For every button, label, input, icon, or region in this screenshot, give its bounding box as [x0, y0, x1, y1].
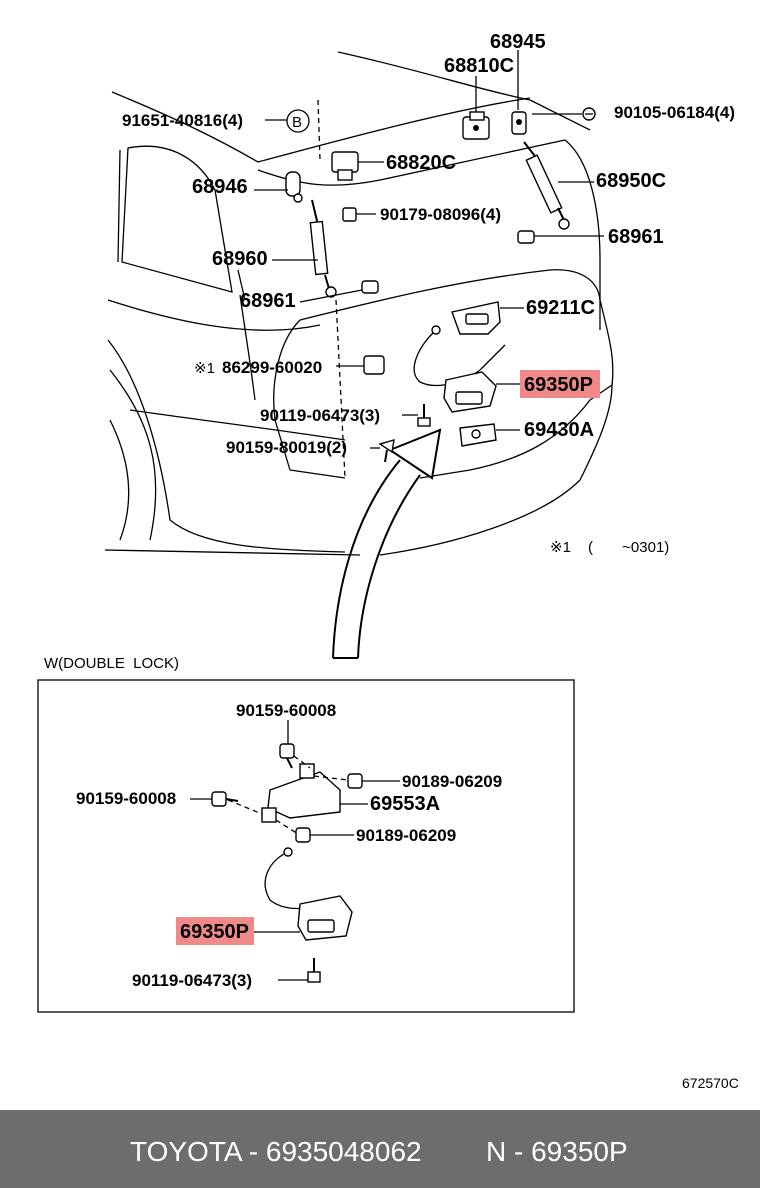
- parts-diagram: 68945 68810C 91651-40816(4) B 90105-0618…: [37, 31, 739, 1091]
- inset-label-69350p: 69350P: [180, 921, 249, 943]
- label-68820c: 68820C: [386, 152, 456, 174]
- inset-label-90159-top: 90159-60008: [236, 701, 336, 720]
- stud-68961-right: [517, 230, 535, 244]
- inset-label-90189-mid: 90189-06209: [356, 826, 456, 845]
- inset-label-90119-06473: 90119-06473(3): [132, 971, 252, 990]
- label-68960: 68960: [212, 248, 268, 270]
- highlight-69350p-inset: [176, 917, 254, 945]
- vehicle-body-outline: [104, 51, 614, 556]
- label-68950c: 68950C: [596, 170, 666, 192]
- footer-part-number: TOYOTA - 6935048062: [130, 1136, 422, 1167]
- upper-part-labels: 68945 68810C 91651-40816(4) B 90105-0618…: [122, 31, 735, 556]
- label-69211c: 69211C: [526, 297, 595, 319]
- label-91651-40816: 91651-40816(4): [122, 111, 243, 130]
- handle-69211c: [451, 301, 501, 335]
- label-68810c: 68810C: [444, 55, 514, 77]
- inset-frame: [37, 679, 575, 1013]
- clip-86299: [363, 355, 385, 375]
- clip-68945: [511, 111, 527, 135]
- lock-69350p-inset: [264, 847, 353, 941]
- label-68961-right: 68961: [608, 226, 664, 248]
- diagram-code: 672570C: [682, 1075, 739, 1091]
- label-90119-06473-upper: 90119-06473(3): [260, 406, 380, 425]
- inset-label-90159-left: 90159-60008: [76, 789, 176, 808]
- label-circle-b: B: [292, 114, 302, 131]
- bolt-90189-mid: [295, 827, 311, 843]
- label-86299-60020: 86299-60020: [222, 358, 322, 377]
- gas-strut-68960: [309, 199, 337, 298]
- label-68961-left: 68961: [240, 290, 296, 312]
- detail-w-arrow: [332, 428, 442, 659]
- note-mark-2: ※1: [550, 539, 571, 556]
- note-mark-1: ※1: [194, 360, 215, 377]
- note-range: ( ~0301): [588, 539, 669, 556]
- nut-90179: [342, 207, 357, 222]
- inset-label-90189-top: 90189-06209: [402, 772, 502, 791]
- bracket-68946: [285, 171, 303, 203]
- striker-69430a: [459, 423, 497, 447]
- screw-90105: [582, 107, 596, 121]
- bolt-90159-top: [279, 743, 295, 769]
- bolt-90119-inset: [307, 958, 321, 983]
- leader-lines-upper: [237, 50, 604, 449]
- label-69350p-upper: 69350P: [524, 374, 593, 396]
- hinge-68810c: [462, 111, 490, 140]
- lock-69350p: [413, 325, 506, 413]
- circle-b-marker: [286, 109, 310, 133]
- highlight-69350p-upper: [520, 370, 600, 398]
- inset-label-69553a: 69553A: [370, 793, 440, 815]
- footer-part-code: N - 69350P: [486, 1136, 628, 1167]
- bolt-90189-top: [347, 773, 363, 789]
- inset-double-lock: W(DOUBLE LOCK): [37, 655, 575, 1013]
- bolt-90119: [417, 404, 431, 427]
- stud-68961-left: [361, 280, 379, 294]
- hinge-68820c: [331, 151, 359, 181]
- gas-strut-68950c: [523, 141, 570, 230]
- label-90105-06184: 90105-06184(4): [614, 103, 735, 122]
- label-90159-80019: 90159-80019(2): [226, 438, 347, 457]
- label-68946: 68946: [192, 176, 248, 198]
- label-90179-08096: 90179-08096(4): [380, 205, 501, 224]
- part-number-footer: TOYOTA - 6935048062 N - 69350P: [0, 1110, 760, 1188]
- bolt-90159-left: [211, 791, 239, 807]
- inset-title: W(DOUBLE LOCK): [44, 655, 179, 672]
- label-68945: 68945: [490, 31, 546, 53]
- screw-90159-80019: [378, 439, 395, 463]
- label-69430a: 69430A: [524, 419, 594, 441]
- bracket-69553a: [261, 763, 341, 823]
